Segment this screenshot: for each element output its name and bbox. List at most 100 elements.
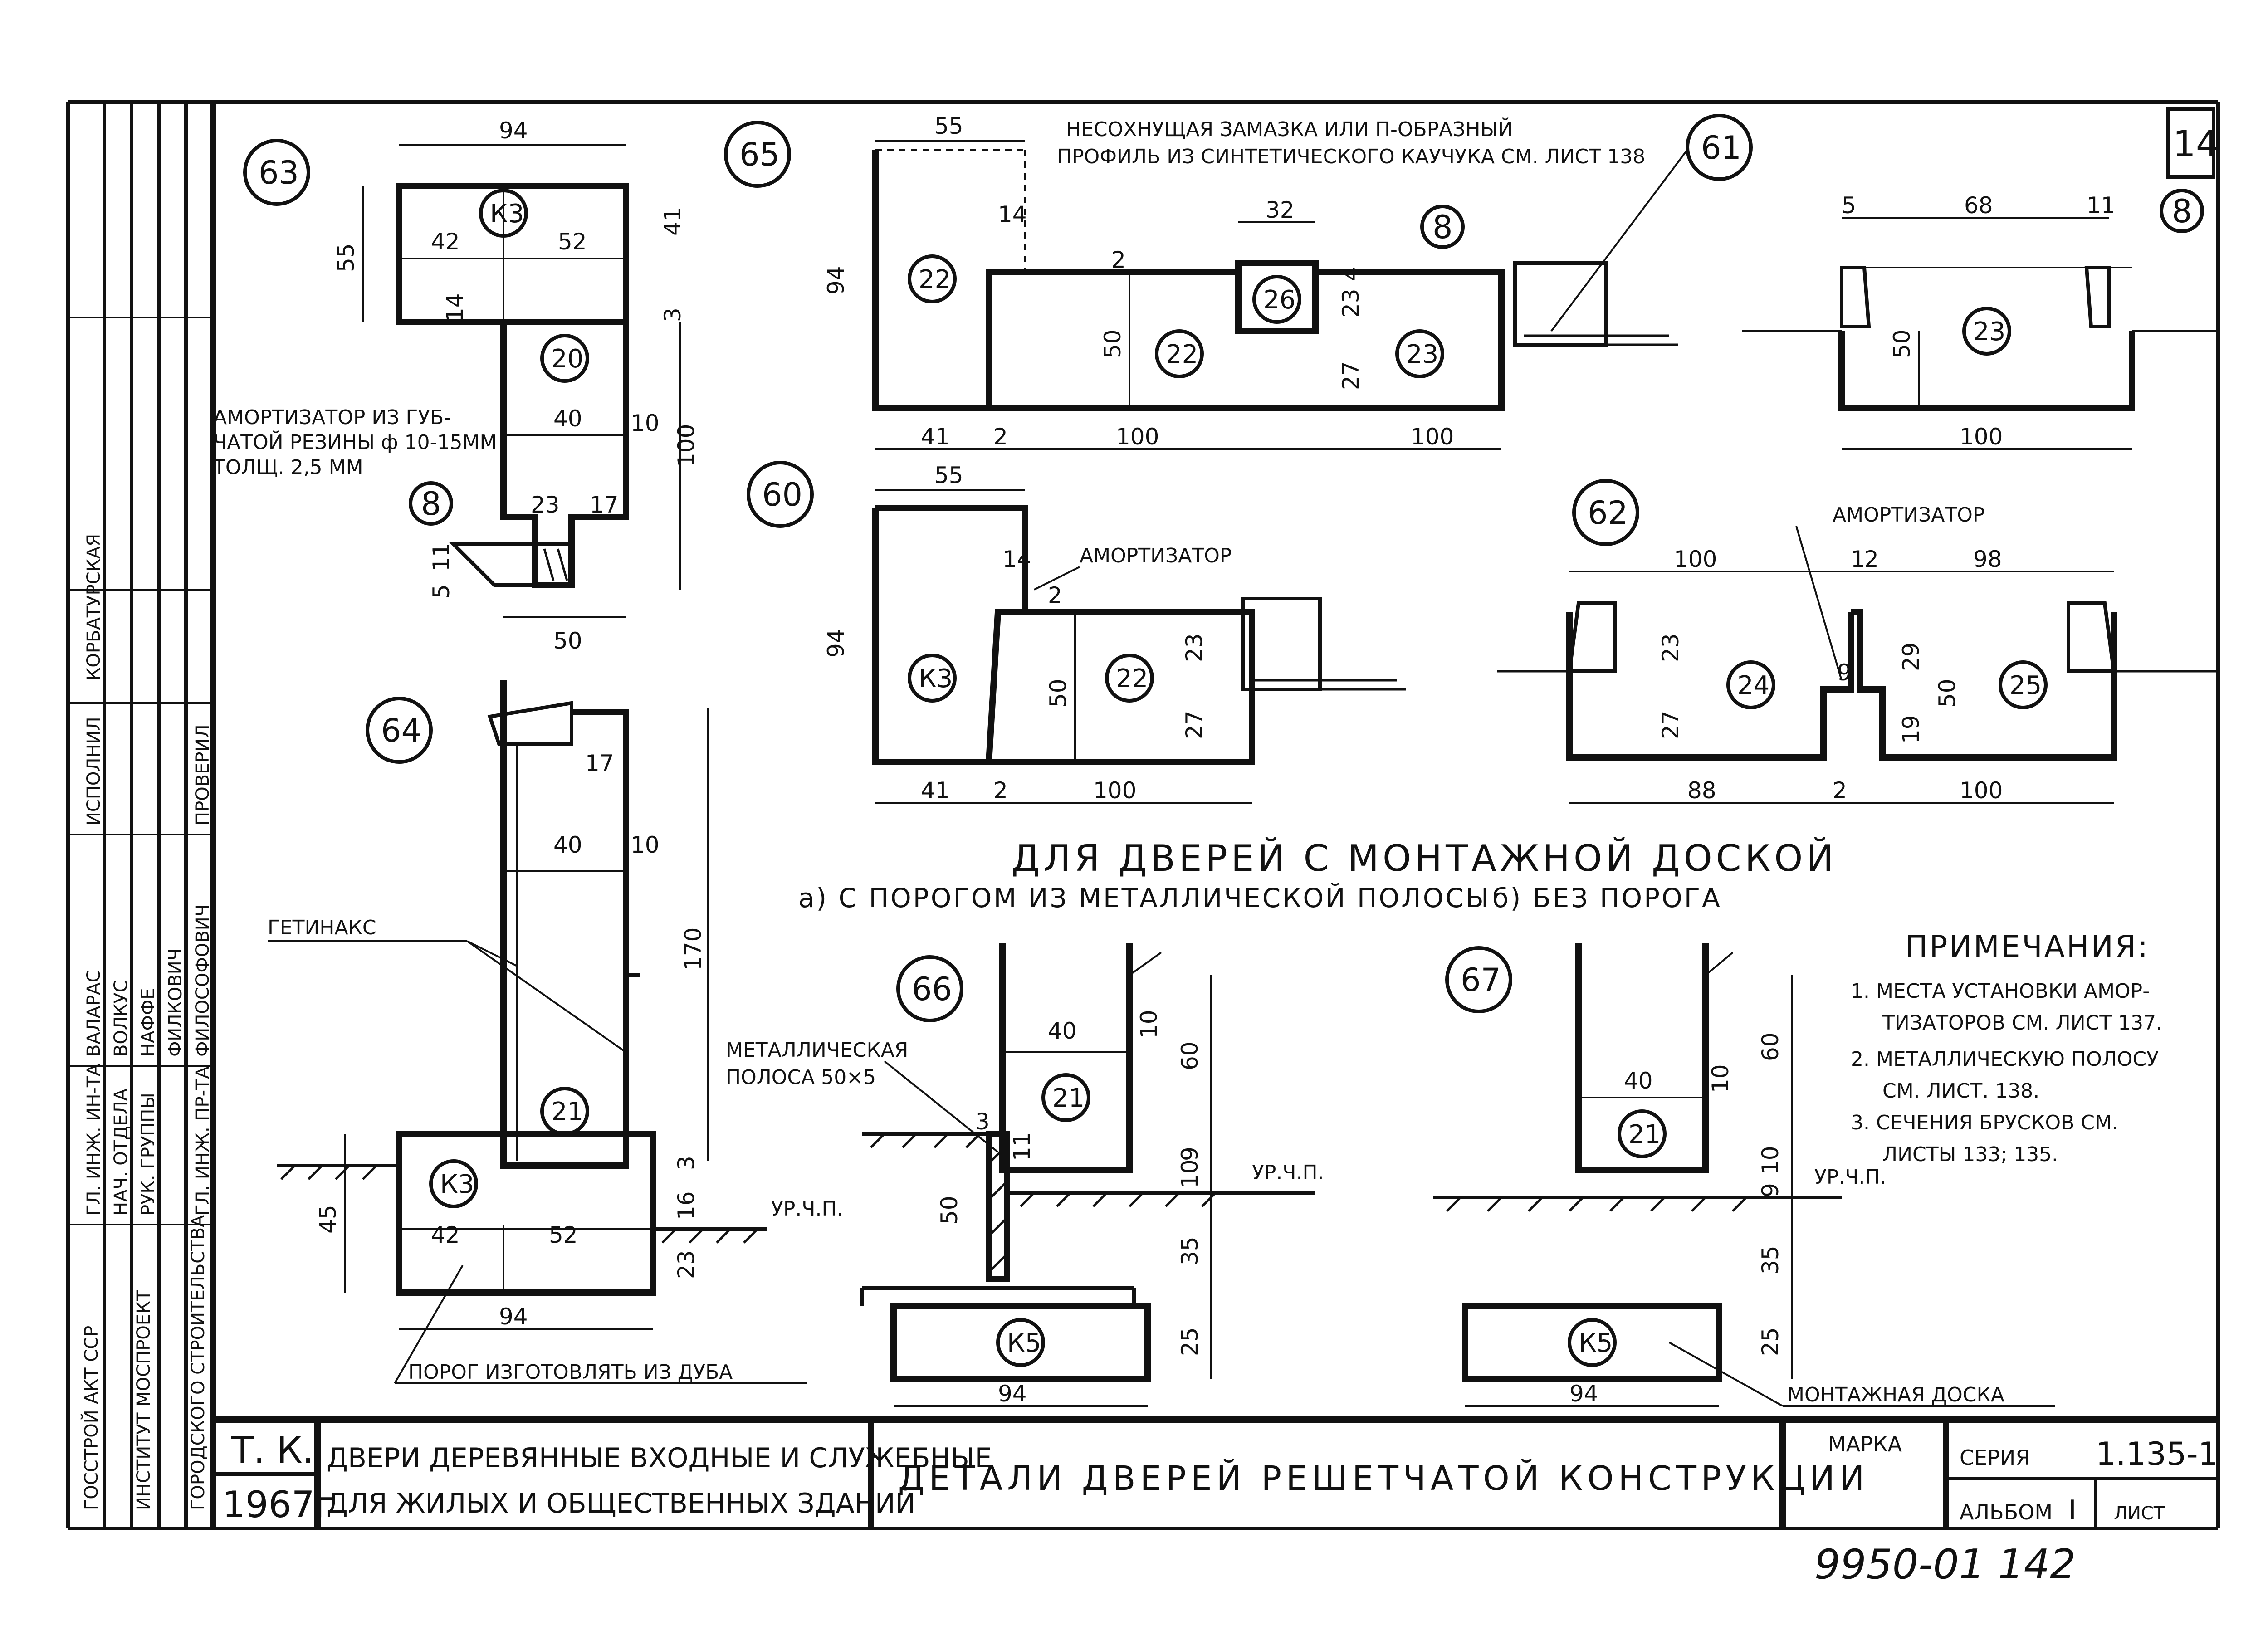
dim-170-64: 170 xyxy=(680,928,706,971)
stamp-org-1: ГОССТРОЙ АКТ ССР xyxy=(80,1326,102,1510)
dim-52-64: 52 xyxy=(549,1222,578,1248)
detail-right-top: 50 23 5 68 11 8 100 xyxy=(1742,189,2218,450)
dim-17-64: 17 xyxy=(585,750,614,776)
dim-2-62b: 2 xyxy=(1833,777,1847,804)
handwritten-number: 9950-01 142 xyxy=(1814,1541,2076,1588)
mark-23-65: 23 xyxy=(1406,340,1438,369)
dim-100-63: 100 xyxy=(673,424,699,467)
dim-40-67: 40 xyxy=(1624,1068,1653,1094)
dim-50-right: 50 xyxy=(1889,329,1915,358)
detail-66: 66 40 10 60 21 МЕТАЛЛИЧЕСКАЯ ПОЛОСА 50×5… xyxy=(726,943,1324,1407)
stamp-role-3: РУК. ГРУППЫ xyxy=(138,1093,159,1216)
dim-3-66: 3 xyxy=(975,1108,990,1135)
label-amortizer-rubber-1: АМОРТИЗАТОР ИЗ ГУБ- xyxy=(213,406,451,429)
label-sealant-2: ПРОФИЛЬ ИЗ СИНТЕТИЧЕСКОГО КАУЧУКА СМ. ЛИ… xyxy=(1057,145,1645,168)
mark-21-66: 21 xyxy=(1052,1084,1085,1113)
heading-main: ДЛЯ ДВЕРЕЙ С МОНТАЖНОЙ ДОСКОЙ xyxy=(1012,837,1837,879)
dim-100-62: 100 xyxy=(1674,546,1717,572)
note-line-3: 2. МЕТАЛЛИЧЕСКУЮ ПОЛОСУ xyxy=(1851,1048,2159,1071)
dim-10-66b: 10 xyxy=(1177,1159,1203,1188)
dim-23-62: 23 xyxy=(1657,633,1684,662)
dim-50-63: 50 xyxy=(553,628,582,654)
dim-2-62: 2 xyxy=(1864,546,1879,572)
mark-22-60: 22 xyxy=(1116,664,1148,693)
side-stamp: ГОССТРОЙ АКТ ССР ИНСТИТУТ МОСПРОЕКТ ГОРО… xyxy=(68,102,213,1528)
dim-94-67: 94 xyxy=(1569,1381,1598,1407)
dim-9-67: 9 xyxy=(1757,1183,1784,1197)
mark-k3-60: К3 xyxy=(919,664,953,693)
dim-68-right: 68 xyxy=(1964,192,1993,219)
bubble-61: 61 xyxy=(1701,129,1741,166)
mark-21-64: 21 xyxy=(551,1097,583,1127)
bubble-60: 60 xyxy=(762,476,802,513)
dim-10-67b: 10 xyxy=(1757,1146,1784,1175)
dim-41-65: 41 xyxy=(921,424,950,450)
mark-k5-66: К5 xyxy=(1007,1328,1041,1358)
dim-60-66: 60 xyxy=(1177,1041,1203,1070)
dim-5-63: 5 xyxy=(428,584,455,599)
mark-25: 25 xyxy=(2009,671,2042,700)
mark-23-right: 23 xyxy=(1973,317,2005,347)
title-year: 1967г xyxy=(222,1484,334,1526)
dim-55-63: 55 xyxy=(333,243,359,272)
note-line-6: ЛИСТЫ 133; 135. xyxy=(1882,1143,2058,1166)
dim-2-65: 2 xyxy=(1111,247,1126,273)
dim-88-62: 88 xyxy=(1687,777,1716,804)
dim-19-62: 19 xyxy=(1898,715,1924,744)
dim-4-65: 4 xyxy=(1338,267,1364,281)
mark-26: 26 xyxy=(1263,285,1295,315)
stamp-person-5: ФИЛОСОФОВИЧ xyxy=(192,904,213,1057)
label-metal-strip-2: ПОЛОСА 50×5 xyxy=(726,1066,876,1089)
dim-10-64: 10 xyxy=(631,832,660,858)
dim-94-64: 94 xyxy=(499,1303,528,1330)
headings: ДЛЯ ДВЕРЕЙ С МОНТАЖНОЙ ДОСКОЙ а) С ПОРОГ… xyxy=(798,837,1837,913)
dim-17-63: 17 xyxy=(590,492,619,518)
stamp-person-6: КОРБАТУРСКАЯ xyxy=(83,534,104,680)
dim-2-60b: 2 xyxy=(993,777,1008,804)
dim-14-63: 14 xyxy=(442,293,468,322)
stamp-person-1: ВАЛАРАС xyxy=(83,970,104,1057)
album-label: АЛЬБОМ xyxy=(1960,1500,2053,1524)
dim-100-65a: 100 xyxy=(1116,424,1159,450)
dim-23-64: 23 xyxy=(673,1250,699,1279)
detail-63: 63 К3 94 42 52 55 41 14 3 20 40 10 100 2… xyxy=(213,117,699,654)
label-getinaks: ГЕТИНАКС xyxy=(268,916,376,939)
detail-64: 64 17 40 10 170 21 ГЕТИНАКС К3 42 52 94 xyxy=(268,680,843,1384)
stamp-org-3: ГОРОДСКОГО СТРОИТЕЛЬСТВА xyxy=(188,1215,209,1510)
dim-25-66: 25 xyxy=(1177,1327,1203,1356)
seriya-label: СЕРИЯ xyxy=(1960,1445,2030,1470)
title-block: Т. К. 1967г ДВЕРИ ДЕРЕВЯННЫЕ ВХОДНЫЕ И С… xyxy=(213,1416,2218,1588)
bubble-67: 67 xyxy=(1461,962,1501,999)
label-sealant-1: НЕСОХНУЩАЯ ЗАМАЗКА ИЛИ П-ОБРАЗНЫЙ xyxy=(1066,117,1513,141)
dim-50-66: 50 xyxy=(936,1196,963,1225)
stamp-org-2: ИНСТИТУТ МОСПРОЕКТ xyxy=(133,1289,154,1510)
dim-23-65: 23 xyxy=(1338,288,1364,317)
heading-sub-b: б) БЕЗ ПОРОГА xyxy=(1492,883,1722,913)
dim-50-65: 50 xyxy=(1100,329,1126,358)
dim-50-60: 50 xyxy=(1045,679,1071,708)
dim-27-65: 27 xyxy=(1338,361,1364,390)
dim-10-67: 10 xyxy=(1707,1064,1734,1093)
dim-100-62b: 100 xyxy=(1960,777,2003,804)
label-floor-level-64: УР.Ч.П. xyxy=(771,1197,843,1220)
stamp-person-3: НАФФЕ xyxy=(138,988,159,1057)
dim-2-60: 2 xyxy=(1048,582,1062,609)
mark-22-65-ghost: 22 xyxy=(919,265,951,294)
bubble-8-63: 8 xyxy=(421,485,441,522)
page-number: 14 xyxy=(2173,123,2219,165)
dim-23-60: 23 xyxy=(1181,633,1207,662)
dim-94-65: 94 xyxy=(823,266,849,295)
bubble-64: 64 xyxy=(381,712,421,749)
dim-29-62: 29 xyxy=(1898,642,1924,671)
album-value: I xyxy=(2068,1494,2077,1526)
dim-42-64: 42 xyxy=(431,1222,460,1248)
dim-3-63: 3 xyxy=(660,308,686,322)
dim-35-66: 35 xyxy=(1177,1236,1203,1265)
detail-65: 65 22 55 94 14 2 50 22 26 32 4 23 27 23 … xyxy=(724,113,1753,450)
label-amortizer-62: АМОРТИЗАТОР xyxy=(1833,503,1984,527)
mark-24: 24 xyxy=(1737,671,1769,700)
label-amortizer-60: АМОРТИЗАТОР xyxy=(1080,544,1232,567)
dim-11-63: 11 xyxy=(428,542,455,571)
stamp-role-6: ПРОВЕРИЛ xyxy=(192,724,213,825)
